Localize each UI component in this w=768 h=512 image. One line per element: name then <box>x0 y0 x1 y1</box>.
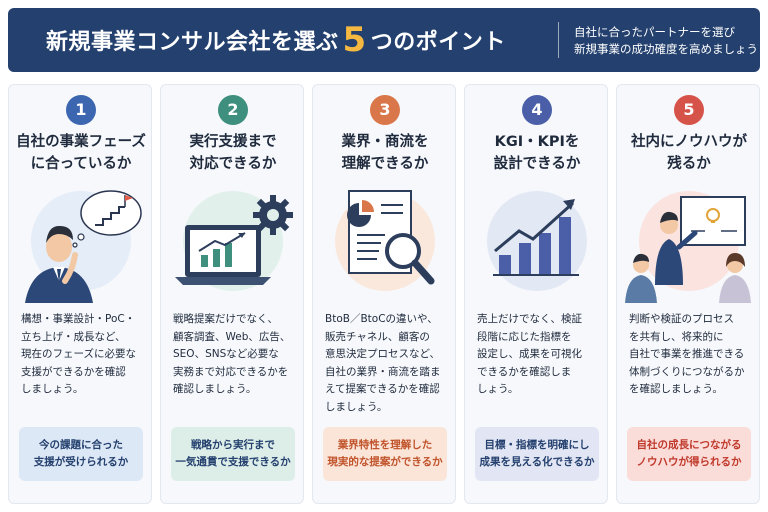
document-magnifier-icon <box>321 185 449 303</box>
point-title: 業界・商流を 理解できるか <box>317 131 453 175</box>
point-description: BtoB／BtoCの違いや、 販売チャネル、顧客の 意思決定プロセスなど、 自社… <box>325 313 441 413</box>
point-title: 自社の事業フェーズ に合っているか <box>13 131 149 175</box>
point-title-line-1: 社内にノウハウが <box>631 134 747 150</box>
presentation-team-icon <box>625 185 753 303</box>
point-card-1: 1 自社の事業フェーズ に合っているか 構想・事業設計・PoC・ 立ち上げ・成長… <box>8 84 152 504</box>
point-title-line-2: 理解できるか <box>341 156 429 172</box>
point-number-badge: 1 <box>66 95 96 125</box>
laptop-gear-icon <box>169 185 297 303</box>
point-number-badge: 5 <box>674 95 704 125</box>
point-card-4: 4 KGI・KPIを 設計できるか 売上だけでなく、検証 段階に応じた指標を 設… <box>464 84 608 504</box>
title-suffix: つのポイント <box>370 30 506 55</box>
subtitle-line-1: 自社に合ったパートナーを選び <box>574 25 735 39</box>
point-note: 自社の成長につながる ノウハウが得られるか <box>627 427 751 481</box>
point-title-line-2: 対応できるか <box>189 156 277 172</box>
point-card-3: 3 業界・商流を 理解できるか BtoB／BtoCの違いや、 販売チャネル、顧客… <box>312 84 456 504</box>
point-title-line-2: 残るか <box>667 156 711 172</box>
point-card-5: 5 社内にノウハウが 残るか 判断や検証のプロセス を共有し、将来的に 自社で事… <box>616 84 760 504</box>
point-number-badge: 2 <box>218 95 248 125</box>
point-title-line-1: KGI・KPIを <box>494 134 580 150</box>
point-title-line-1: 実行支援まで <box>189 134 277 150</box>
point-description: 戦略提案だけでなく、 顧客調査、Web、広告、 SEO、SNSなど必要な 実務ま… <box>173 313 291 395</box>
point-title: 実行支援まで 対応できるか <box>165 131 301 175</box>
point-title-line-1: 業界・商流を <box>341 134 429 150</box>
point-description: 判断や検証のプロセス を共有し、将来的に 自社で事業を推進できる 体制づくりにつ… <box>629 313 745 395</box>
thinking-businessman-stairs-icon <box>17 185 145 303</box>
header-banner: 新規事業コンサル会社を選ぶ 5 つのポイント 自社に合ったパートナーを選び 新規… <box>8 8 760 72</box>
point-note: 業界特性を理解した 現実的な提案ができるか <box>323 427 447 481</box>
point-title-line-2: 設計できるか <box>493 156 581 172</box>
subtitle-line-2: 新規事業の成功確度を高めましょう <box>574 42 758 56</box>
point-title: 社内にノウハウが 残るか <box>621 131 757 175</box>
point-description: 構想・事業設計・PoC・ 立ち上げ・成長など、 現在のフェーズに必要な 支援がで… <box>21 313 136 395</box>
point-note: 戦略から実行まで 一気通貫で支援できるか <box>171 427 295 481</box>
point-card-2: 2 実行支援まで 対応できるか <box>160 84 304 504</box>
point-note: 今の課題に合った 支援が受けられるか <box>19 427 143 481</box>
title-number: 5 <box>342 20 367 60</box>
point-number-badge: 4 <box>522 95 552 125</box>
header-divider <box>558 22 559 58</box>
title-prefix: 新規事業コンサル会社を選ぶ <box>46 30 339 55</box>
point-number-badge: 3 <box>370 95 400 125</box>
point-title-line-2: に合っているか <box>30 156 132 172</box>
page-title: 新規事業コンサル会社を選ぶ 5 つのポイント <box>46 8 506 72</box>
point-title: KGI・KPIを 設計できるか <box>469 131 605 175</box>
point-note: 目標・指標を明確にし 成果を見える化できるか <box>475 427 599 481</box>
header-subtitle: 自社に合ったパートナーを選び 新規事業の成功確度を高めましょう <box>574 24 764 58</box>
growth-chart-icon <box>473 185 601 303</box>
point-title-line-1: 自社の事業フェーズ <box>16 134 146 150</box>
point-description: 売上だけでなく、検証 段階に応じた指標を 設定し、成果を可視化 できるかを確認し… <box>477 313 582 395</box>
